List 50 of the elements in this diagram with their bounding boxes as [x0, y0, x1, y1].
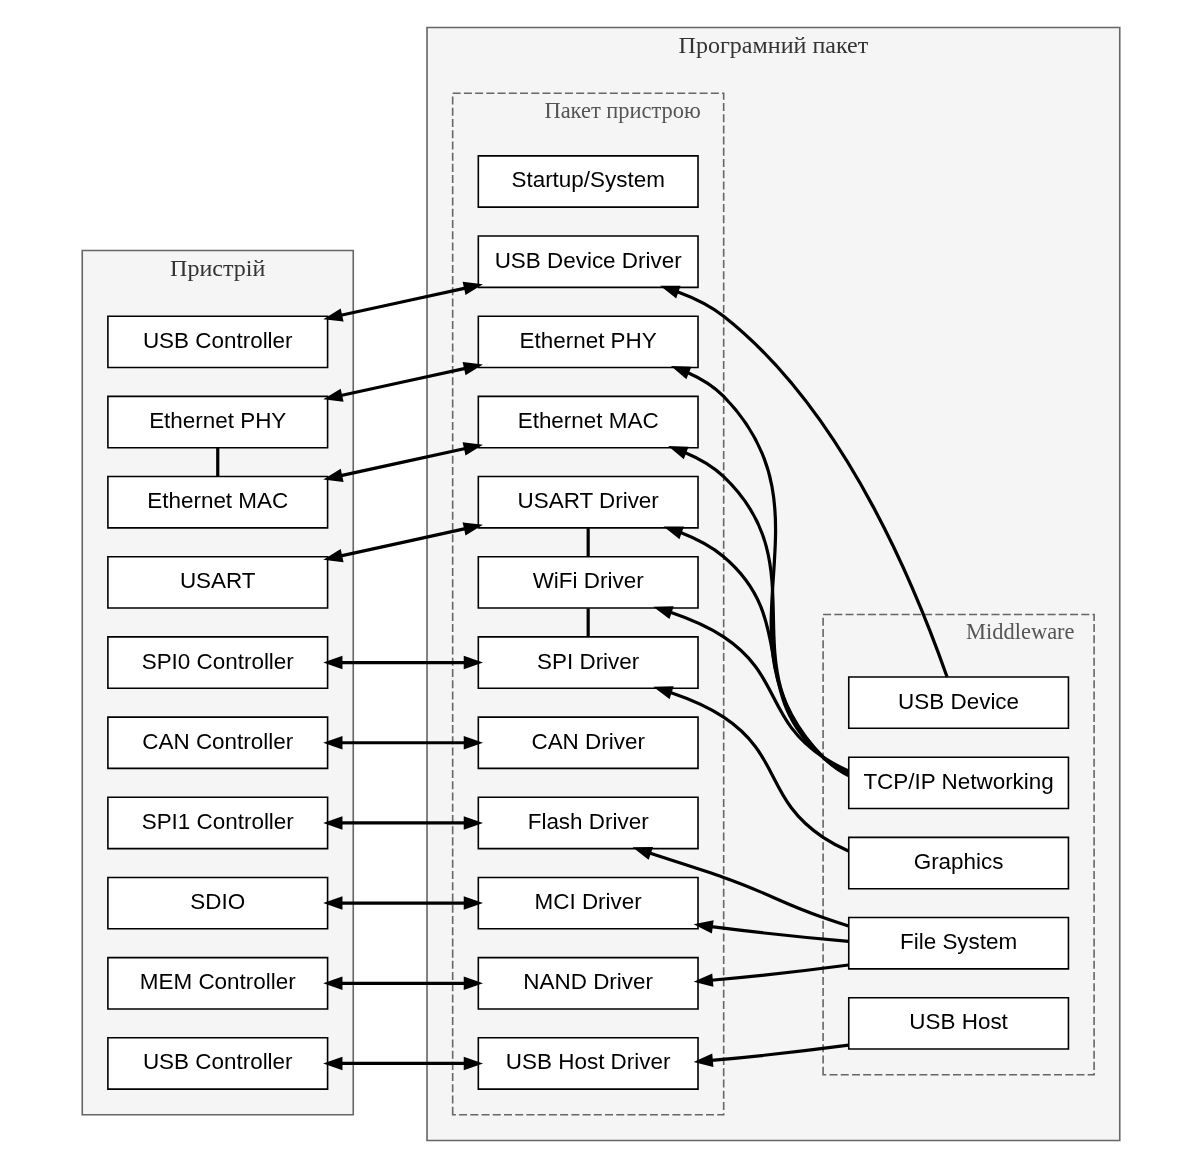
node-box: USB Host	[847, 996, 1070, 1050]
node-box: USB Controller	[107, 1037, 329, 1090]
node-box: USART	[107, 555, 329, 609]
arrow	[323, 362, 483, 402]
node-box: USART Driver	[477, 475, 699, 529]
node-box: USB Host Driver	[477, 1037, 699, 1090]
node-box: NAND Driver	[477, 956, 699, 1010]
node-box: Ethernet PHY	[477, 315, 699, 369]
node-box: TCP/IP Networking	[847, 756, 1070, 810]
arrow	[323, 736, 484, 750]
arrow	[323, 522, 483, 563]
node-box: MCI Driver	[477, 876, 699, 930]
arrow	[670, 365, 850, 778]
arrow	[693, 963, 849, 987]
node-box: SPI Driver	[477, 636, 699, 690]
arrow	[323, 442, 483, 482]
arrow	[632, 847, 850, 928]
node-box: SPI1 Controller	[107, 796, 329, 850]
node-box: Ethernet PHY	[107, 395, 329, 449]
node-box: CAN Controller	[107, 716, 329, 770]
arrow	[653, 686, 850, 853]
node-box: SDIO	[107, 876, 329, 930]
arrow	[323, 655, 484, 670]
node-box: Flash Driver	[477, 796, 699, 850]
node-box: Ethernet MAC	[107, 475, 329, 529]
connector	[216, 448, 220, 477]
node-box: USB Controller	[107, 315, 329, 369]
node-box: Startup/System	[477, 155, 699, 208]
arrow	[323, 976, 484, 991]
connector	[586, 608, 590, 637]
node-box: Graphics	[847, 836, 1070, 890]
node-box: MEM Controller	[107, 956, 329, 1010]
node-box: WiFi Driver	[477, 555, 699, 609]
arrow	[668, 446, 849, 777]
node-box: USB Device	[847, 676, 1070, 730]
arrow	[653, 606, 850, 773]
node-box: SPI0 Controller	[107, 636, 329, 690]
connector	[586, 528, 590, 557]
arrow	[323, 1056, 484, 1071]
arrow	[663, 526, 850, 775]
node-box: CAN Driver	[477, 716, 699, 770]
node-box: File System	[847, 916, 1070, 970]
arrow	[660, 285, 949, 678]
arrow	[323, 281, 483, 322]
arrow	[323, 816, 484, 830]
node-box: Ethernet MAC	[477, 395, 699, 449]
arrow	[323, 896, 484, 910]
node-box: USB Device Driver	[477, 235, 699, 289]
arrow	[693, 920, 849, 943]
arrow	[693, 1043, 849, 1068]
